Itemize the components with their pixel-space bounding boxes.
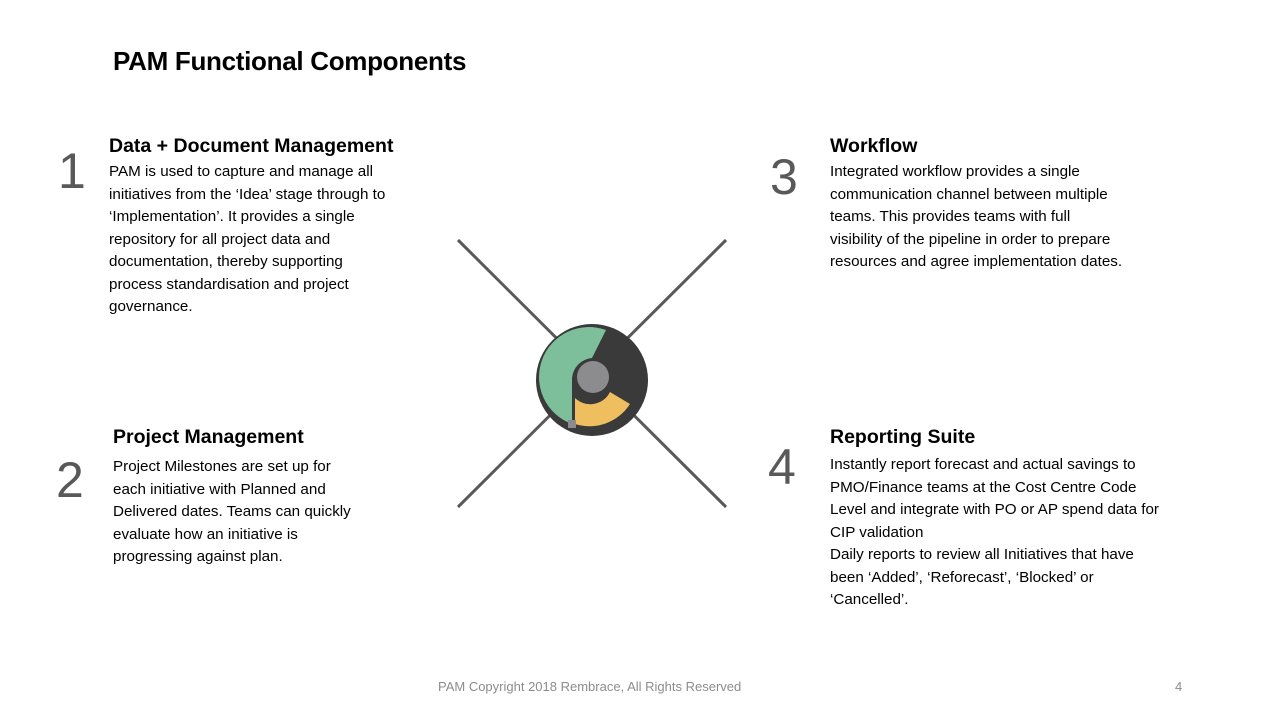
section-text-line: Integrated workflow provides a single: [830, 163, 1080, 180]
section-text-line: each initiative with Planned and: [113, 480, 326, 498]
section-text-line: ‘Cancelled’.: [830, 591, 909, 608]
footer-copyright: PAM Copyright 2018 Rembrace, All Rights …: [438, 679, 742, 694]
section-data-document-management: Data + Document Management PAM is used t…: [109, 133, 393, 319]
slide-title: PAM Functional Components: [113, 46, 467, 76]
section-text-line: governance.: [109, 298, 193, 315]
pam-logo-icon: [536, 324, 648, 436]
section-text-line: process standardisation and project: [109, 275, 349, 293]
section-text-line: ‘Implementation’. It provides a single: [109, 208, 355, 225]
section-text-line: visibility of the pipeline in order to p…: [830, 230, 1111, 248]
section-number-4: 4: [768, 439, 796, 495]
section-text-line: resources and agree implementation dates…: [830, 253, 1123, 270]
section-text-line: teams. This provides teams with full: [830, 208, 1071, 225]
section-text-line: communication channel between multiple: [830, 185, 1108, 203]
section-number-1: 1: [58, 143, 86, 199]
section-heading: Reporting Suite: [830, 426, 976, 448]
section-text-line: documentation, thereby supporting: [109, 253, 343, 270]
section-heading: Workflow: [830, 135, 918, 157]
section-heading: Project Management: [113, 426, 304, 448]
section-number-2: 2: [56, 452, 84, 508]
section-text-line: repository for all project data and: [109, 230, 331, 248]
section-workflow: Workflow Integrated workflow provides a …: [830, 133, 1122, 274]
section-project-management: Project Management Project Milestones ar…: [113, 424, 351, 569]
section-text-line: PMO/Finance teams at the Cost Centre Cod…: [830, 478, 1137, 496]
section-text-line: been ‘Added’, ‘Reforecast’, ‘Blocked’ or: [830, 568, 1094, 586]
section-text-line: PAM is used to capture and manage all: [109, 163, 373, 180]
section-text-line: Daily reports to review all Initiatives …: [830, 546, 1134, 563]
section-text-line: Project Milestones are set up for: [113, 458, 331, 475]
section-text-line: Delivered dates. Teams can quickly: [113, 503, 351, 520]
section-heading: Data + Document Management: [109, 135, 394, 157]
page-number: 4: [1175, 679, 1183, 694]
section-text-line: evaluate how an initiative is: [113, 525, 298, 543]
section-text-line: CIP validation: [830, 523, 924, 541]
section-text-line: Level and integrate with PO or AP spend …: [830, 501, 1159, 518]
section-number-3: 3: [770, 149, 798, 205]
section-text-line: initiatives from the ‘Idea’ stage throug…: [109, 185, 386, 203]
section-text-line: progressing against plan.: [113, 548, 283, 565]
section-text-line: Instantly report forecast and actual sav…: [830, 456, 1136, 473]
section-reporting-suite: Reporting Suite Instantly report forecas…: [830, 424, 1159, 612]
